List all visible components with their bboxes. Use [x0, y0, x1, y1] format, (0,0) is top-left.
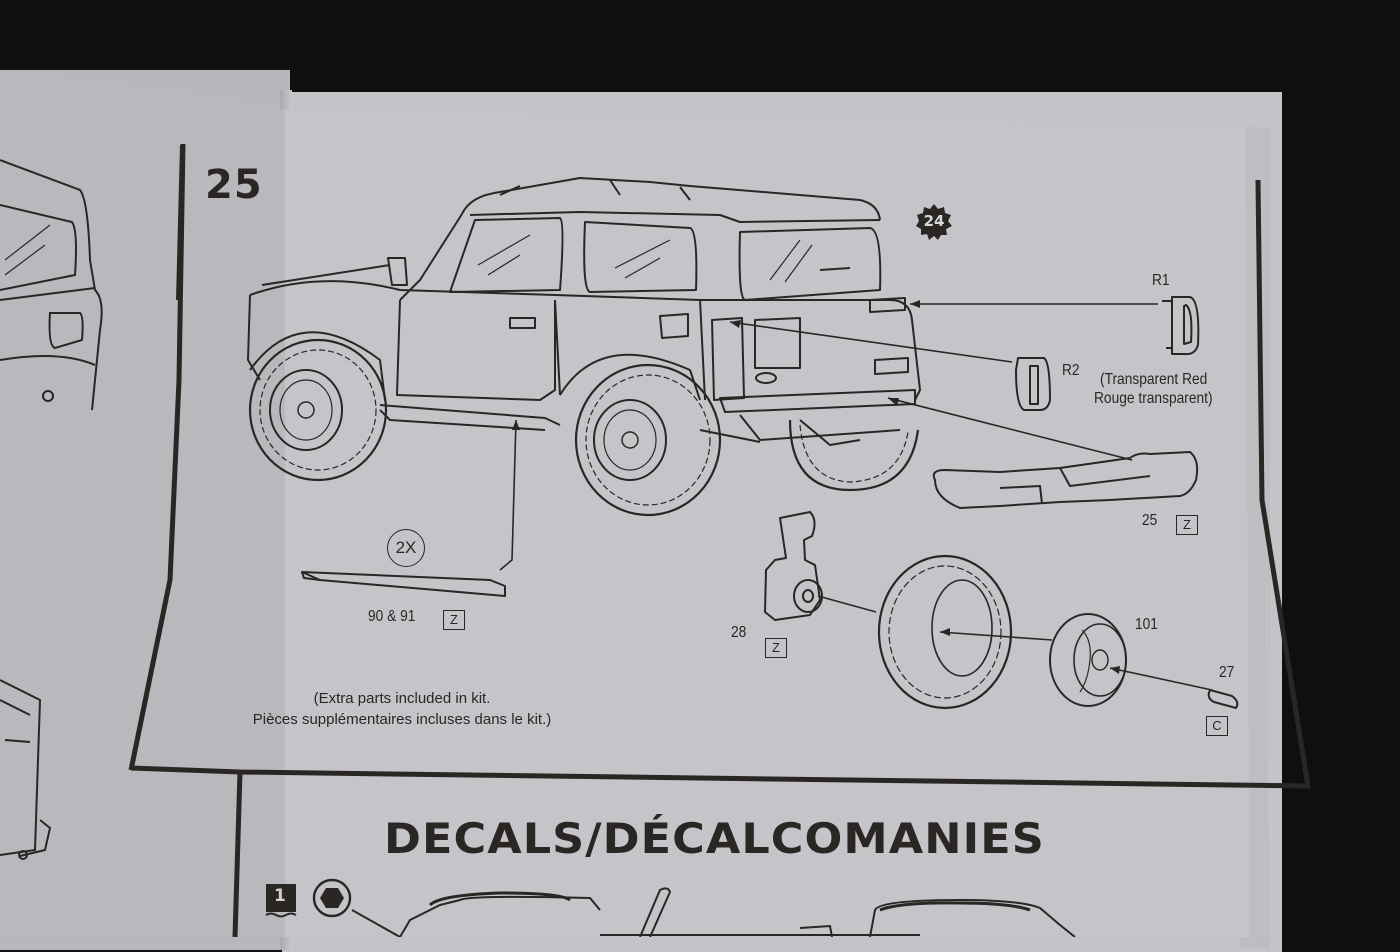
spare-tire: [877, 554, 1013, 710]
part-90-91-sprue-code: Z: [443, 610, 465, 630]
part-r1-label: R1: [1152, 272, 1170, 289]
transparent-red-note-line2: Rouge transparent): [1094, 390, 1213, 407]
far-rear-wheel: [788, 419, 920, 492]
reference-step-number: 24: [923, 212, 945, 230]
part-90-91-label: 90 & 91: [368, 608, 416, 625]
part-28-spare-mount: [764, 511, 823, 621]
part-101-wheel: [1049, 613, 1127, 707]
water-slide-decal-icon: [312, 878, 352, 918]
decals-section-title: DECALS/DÉCALCOMANIES: [384, 814, 1045, 863]
extra-parts-note-fr: Pièces supplémentaires incluses dans le …: [252, 711, 552, 728]
front-wheel: [248, 338, 388, 482]
part-r1-tail-lens: [1162, 296, 1200, 356]
decal-item-number: 1: [274, 886, 286, 906]
decal-number-icon: [265, 884, 297, 918]
step-number: 25: [205, 162, 263, 208]
reference-step-badge: 24: [916, 204, 952, 240]
part-25-sprue-code: Z: [1176, 515, 1198, 535]
starburst-icon: [916, 204, 952, 240]
part-r2-tail-lens: [1015, 357, 1051, 411]
quantity-badge: 2X: [387, 529, 425, 567]
part-28-label: 28: [731, 624, 747, 641]
part-27-hub-cap: [1207, 689, 1239, 709]
part-25-label: 25: [1142, 512, 1158, 529]
part-27-sprue-code: C: [1206, 716, 1228, 736]
part-28-sprue-code: Z: [765, 638, 787, 658]
part-25-rear-bumper: [932, 451, 1199, 509]
extra-parts-note-en: (Extra parts included in kit.: [313, 690, 491, 707]
part-27-label: 27: [1219, 664, 1235, 681]
part-r2-label: R2: [1062, 362, 1080, 379]
part-101-label: 101: [1135, 616, 1158, 633]
extra-parts-note: (Extra parts included in kit. Pièces sup…: [232, 688, 572, 730]
rear-wheel: [574, 363, 722, 517]
part-90-91-step-rail: [301, 571, 506, 597]
transparent-red-note-line1: (Transparent Red: [1100, 371, 1208, 388]
